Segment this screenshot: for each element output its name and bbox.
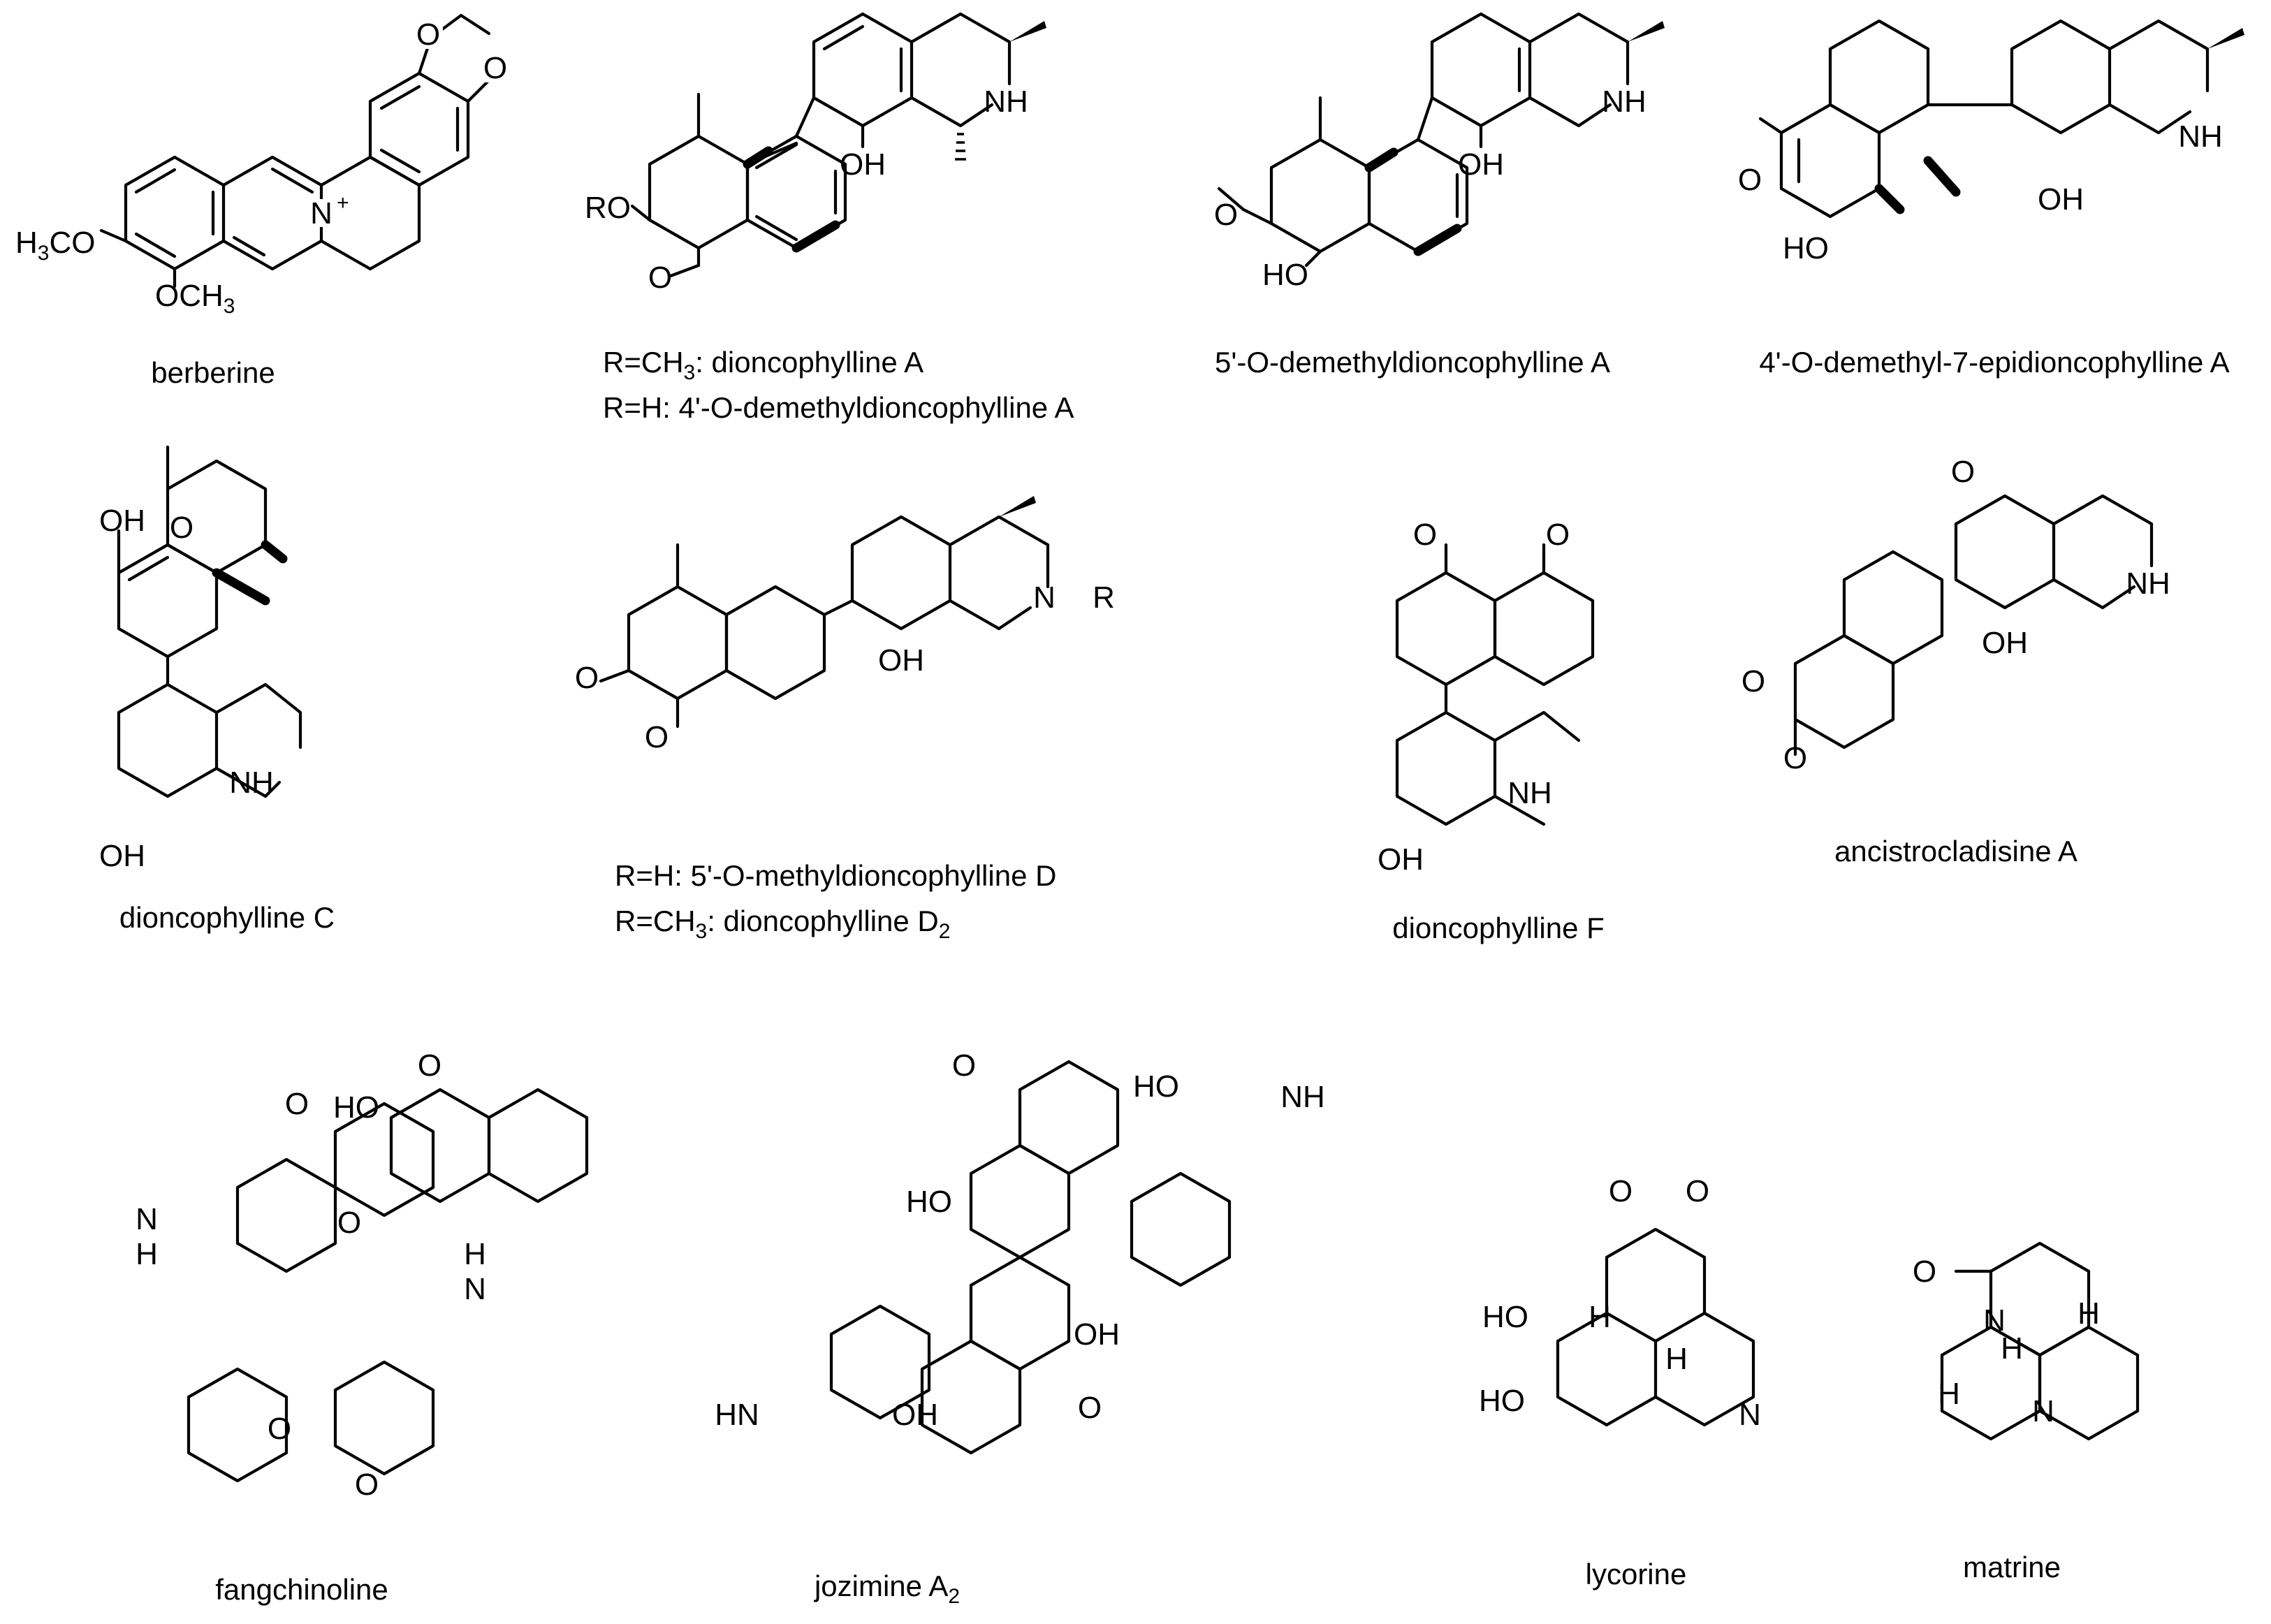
svg-text:H: H	[1589, 1300, 1611, 1334]
svg-text:HO: HO	[1482, 1300, 1528, 1334]
svg-text:HO: HO	[1783, 231, 1829, 265]
caption-dioncophylline-c: dioncophylline C	[119, 901, 335, 934]
structure-5-demethyldioncophylline-a: O HO OH NH	[1214, 12, 1665, 292]
svg-text:O: O	[170, 511, 193, 545]
svg-text:OH: OH	[878, 643, 924, 678]
caption-jozimine-a2: jozimine A2	[813, 1570, 960, 1608]
structure-dioncophylline-f: O O NH OH	[1378, 518, 1595, 877]
svg-text:OCH3: OCH3	[155, 279, 235, 318]
captions: berberine R=CH3: dioncophylline A R=H: 4…	[119, 346, 2230, 1608]
svg-text:O: O	[1413, 518, 1437, 552]
structure-dioncophylline-c: OH O NH OH	[99, 445, 302, 873]
svg-text:OH: OH	[1982, 626, 2028, 660]
svg-text:O: O	[416, 17, 440, 52]
svg-text:O: O	[1951, 455, 1975, 489]
svg-text:H3CO: H3CO	[15, 226, 95, 265]
svg-text:NH: NH	[984, 85, 1028, 119]
svg-text:+: +	[337, 191, 349, 214]
svg-text:O: O	[648, 261, 672, 295]
svg-text:H: H	[2078, 1296, 2100, 1331]
caption-4-demethyl-7-epidioncophylline-a: 4'-O-demethyl-7-epidioncophylline A	[1759, 346, 2229, 379]
svg-text:RO: RO	[585, 191, 631, 225]
svg-text:N: N	[1983, 1303, 2006, 1338]
svg-text:N: N	[1739, 1398, 1761, 1432]
svg-text:N: N	[464, 1272, 486, 1306]
caption-ancistrocladisine-a: ancistrocladisine A	[1834, 835, 2078, 868]
svg-text:O: O	[1738, 163, 1762, 197]
structure-dioncophylline-d: O O N R OH	[575, 496, 1115, 754]
svg-text:HO: HO	[1479, 1384, 1525, 1418]
caption-5-demethyldioncophylline-a: 5'-O-demethyldioncophylline A	[1215, 346, 1610, 379]
svg-text:NH: NH	[1507, 776, 1552, 810]
svg-text:HN: HN	[715, 1398, 759, 1432]
caption-berberine: berberine	[151, 356, 275, 389]
svg-text:OH: OH	[1458, 147, 1504, 182]
svg-text:O: O	[952, 1048, 976, 1083]
svg-text:NH: NH	[1280, 1080, 1325, 1114]
svg-text:O: O	[1214, 198, 1238, 232]
structure-lycorine: O O HO HO N H H	[1479, 1174, 1761, 1432]
svg-text:H: H	[1938, 1377, 1960, 1411]
svg-text:OH: OH	[2038, 182, 2084, 217]
svg-text:O: O	[1783, 741, 1807, 775]
svg-text:NH: NH	[229, 766, 274, 800]
svg-text:N: N	[310, 196, 333, 231]
caption-dioncophylline-f: dioncophylline F	[1392, 912, 1605, 944]
caption-lycorine: lycorine	[1586, 1558, 1687, 1590]
svg-text:HO: HO	[1133, 1069, 1179, 1104]
svg-text:H: H	[464, 1237, 486, 1271]
caption-5-methyldioncophylline-d: R=H: 5'-O-methyldioncophylline D	[615, 859, 1056, 892]
svg-text:N: N	[136, 1202, 158, 1236]
svg-text:HO: HO	[906, 1185, 952, 1219]
svg-text:O: O	[285, 1087, 309, 1121]
structure-matrine: O N N H H H	[1913, 1241, 2140, 1441]
svg-text:O: O	[268, 1412, 291, 1446]
svg-text:OH: OH	[99, 504, 145, 538]
structure-berberine: O O H3CO OCH3 N +	[15, 13, 510, 318]
structure-ancistrocladisine-a: O O NH OH O	[1741, 455, 2170, 775]
svg-text:HO: HO	[1262, 258, 1308, 292]
svg-text:O: O	[1609, 1174, 1633, 1208]
svg-text:N: N	[2032, 1394, 2054, 1428]
svg-text:NH: NH	[2178, 119, 2223, 154]
svg-text:O: O	[1741, 664, 1765, 698]
svg-text:OH: OH	[840, 147, 886, 182]
caption-fangchinoline: fangchinoline	[215, 1573, 388, 1606]
svg-text:HO: HO	[333, 1090, 379, 1125]
svg-text:O: O	[1913, 1254, 1936, 1289]
svg-text:N: N	[1033, 580, 1056, 615]
svg-text:O: O	[645, 720, 669, 754]
svg-text:OH: OH	[892, 1398, 938, 1432]
svg-text:O: O	[1078, 1391, 1102, 1425]
svg-text:O: O	[483, 51, 507, 85]
svg-text:O: O	[1546, 518, 1570, 552]
svg-text:O: O	[1686, 1174, 1709, 1208]
svg-text:O: O	[418, 1048, 441, 1083]
structure-dioncophylline-a: RO O OH NH	[585, 12, 1046, 295]
svg-text:R: R	[1093, 580, 1115, 615]
svg-text:H: H	[2001, 1331, 2023, 1366]
caption-dioncophylline-d2: R=CH3: dioncophylline D2	[615, 905, 950, 943]
caption-4-demethyldioncophylline-a: R=H: 4'-O-demethyldioncophylline A	[603, 391, 1074, 424]
svg-text:OH: OH	[1074, 1317, 1120, 1352]
svg-text:OH: OH	[99, 839, 145, 873]
svg-text:OH: OH	[1378, 842, 1424, 877]
structure-jozimine-a2: O HO HO NH OH HN OH O	[715, 1048, 1325, 1455]
svg-text:NH: NH	[1602, 85, 1646, 119]
svg-text:H: H	[1665, 1342, 1688, 1376]
svg-text:O: O	[337, 1206, 361, 1240]
svg-text:O: O	[575, 661, 599, 695]
caption-dioncophylline-a: R=CH3: dioncophylline A	[603, 346, 923, 384]
structure-4-demethyl-7-epidioncophylline-a: O HO OH NH	[1738, 19, 2244, 265]
caption-matrine: matrine	[1963, 1551, 2061, 1583]
svg-text:NH: NH	[2126, 566, 2170, 601]
svg-text:O: O	[355, 1468, 379, 1502]
structure-fangchinoline: N H O O HO O H N O O	[136, 1048, 589, 1502]
svg-text:H: H	[136, 1237, 158, 1271]
